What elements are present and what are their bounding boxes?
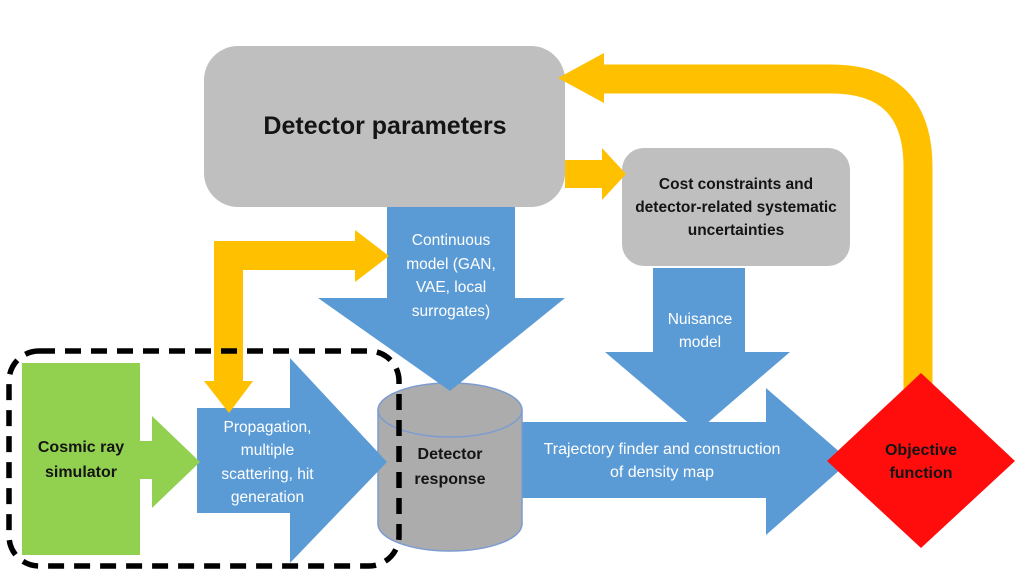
params-to-cost-arrow	[565, 148, 626, 200]
trajectory-arrow	[520, 388, 850, 535]
nuisance-model-arrow	[605, 268, 790, 431]
feedback-arrow-head	[558, 53, 604, 103]
params-elbow-arrow	[204, 230, 389, 413]
propagation-arrow	[197, 358, 387, 563]
feedback-arrow-path	[604, 64, 933, 430]
detector-response-cylinder	[377, 409, 523, 552]
continuous-model-arrow	[318, 207, 565, 391]
simulator-output-arrow	[140, 416, 200, 508]
cosmic-ray-simulator-box	[22, 363, 140, 555]
objective-function-diamond	[827, 373, 1015, 548]
simulation-dashed-border	[6, 348, 402, 569]
detector-parameters-box	[204, 46, 565, 207]
cost-constraints-box	[622, 148, 850, 266]
